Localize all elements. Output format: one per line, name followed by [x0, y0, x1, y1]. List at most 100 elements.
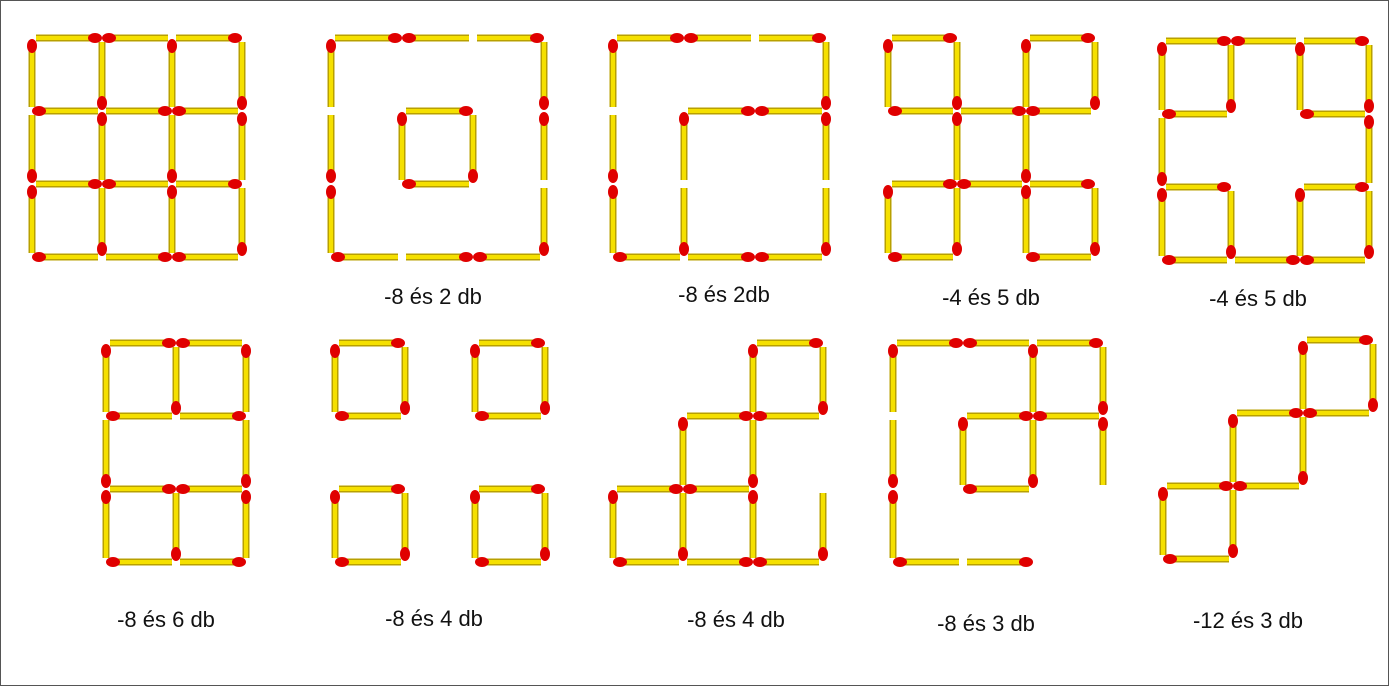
matchstick: [818, 493, 828, 561]
match-head: [888, 106, 902, 116]
matchstick: [1021, 39, 1031, 107]
match-head: [679, 242, 689, 256]
matchstick: [237, 42, 247, 110]
match-head: [158, 106, 172, 116]
matchstick-figure-7: -8 és 4 db: [608, 338, 828, 632]
match-head: [97, 242, 107, 256]
matchstick: [110, 338, 176, 348]
match-head: [608, 169, 618, 183]
matchstick: [617, 484, 683, 494]
match-head: [679, 112, 689, 126]
matchstick-figure-8: -8 és 3 db: [888, 338, 1108, 636]
match-head: [473, 252, 487, 262]
match-head: [388, 33, 402, 43]
matchstick: [400, 347, 410, 415]
matchstick: [1226, 191, 1236, 259]
matchstick: [335, 557, 401, 567]
figure-caption: -12 és 3 db: [1193, 608, 1303, 633]
match-head: [97, 112, 107, 126]
matchstick: [821, 42, 831, 110]
match-head: [27, 185, 37, 199]
matchstick: [475, 411, 541, 421]
matchstick: [1021, 185, 1031, 253]
matchstick: [892, 33, 957, 43]
match-head: [753, 557, 767, 567]
matchstick: [1231, 36, 1296, 46]
matchstick: [539, 188, 549, 256]
matchstick: [753, 557, 819, 567]
matchstick: [961, 106, 1026, 116]
matchstick-figure-6: -8 és 4 db: [330, 338, 550, 631]
matchstick: [101, 490, 111, 558]
matchstick: [176, 484, 242, 494]
match-head: [1300, 255, 1314, 265]
matchstick: [1364, 45, 1374, 113]
matchstick: [608, 490, 618, 558]
match-head: [101, 490, 111, 504]
match-head: [683, 484, 697, 494]
match-head: [608, 185, 618, 199]
match-head: [1098, 417, 1108, 431]
matchstick: [1033, 411, 1099, 421]
figure-caption: -4 és 5 db: [942, 285, 1040, 310]
match-head: [176, 338, 190, 348]
matchstick: [963, 338, 1029, 348]
matchstick: [958, 417, 968, 485]
matchstick: [172, 252, 238, 262]
match-head: [331, 252, 345, 262]
matchstick: [397, 112, 407, 180]
matchstick: [883, 39, 893, 107]
matchstick: [1030, 33, 1095, 43]
match-head: [1090, 242, 1100, 256]
match-head: [540, 401, 550, 415]
match-head: [232, 411, 246, 421]
match-head: [888, 490, 898, 504]
matchstick: [1028, 420, 1038, 488]
matchstick: [678, 493, 688, 561]
matchstick: [1295, 42, 1305, 110]
match-head: [1298, 471, 1308, 485]
matchstick: [687, 557, 753, 567]
match-head: [531, 338, 545, 348]
match-head: [1228, 414, 1238, 428]
match-head: [1019, 411, 1033, 421]
match-head: [88, 179, 102, 189]
matchstick: [952, 42, 962, 110]
matchstick: [180, 557, 246, 567]
match-head: [1163, 554, 1177, 564]
matchstick: [608, 39, 618, 107]
matchstick-figure-3: -4 és 5 db: [883, 33, 1100, 310]
matchstick: [613, 252, 680, 262]
match-head: [335, 411, 349, 421]
matchstick: [1300, 109, 1365, 119]
match-head: [171, 401, 181, 415]
match-head: [1021, 39, 1031, 53]
matchstick: [106, 411, 172, 421]
matchstick: [167, 185, 177, 253]
match-head: [613, 557, 627, 567]
figure-caption: -8 és 2db: [678, 282, 770, 307]
match-head: [1289, 408, 1303, 418]
match-head: [1026, 106, 1040, 116]
matchstick: [27, 185, 37, 253]
match-head: [1364, 99, 1374, 113]
figure-caption: -8 és 2 db: [384, 284, 482, 309]
matchstick: [1098, 417, 1108, 485]
matchstick: [540, 347, 550, 415]
match-head: [172, 106, 186, 116]
matchstick: [539, 42, 549, 110]
match-head: [1098, 401, 1108, 415]
match-head: [1021, 169, 1031, 183]
match-head: [888, 474, 898, 488]
match-head: [1228, 544, 1238, 558]
matchstick: [400, 493, 410, 561]
matchstick: [888, 344, 898, 412]
match-head: [1226, 99, 1236, 113]
match-head: [459, 252, 473, 262]
matchstick-figure-9: -12 és 3 db: [1158, 335, 1378, 633]
matchstick: [326, 39, 336, 107]
matchstick: [1157, 118, 1167, 186]
matchstick: [1295, 188, 1305, 256]
matchstick: [967, 557, 1033, 567]
matchstick: [180, 411, 246, 421]
